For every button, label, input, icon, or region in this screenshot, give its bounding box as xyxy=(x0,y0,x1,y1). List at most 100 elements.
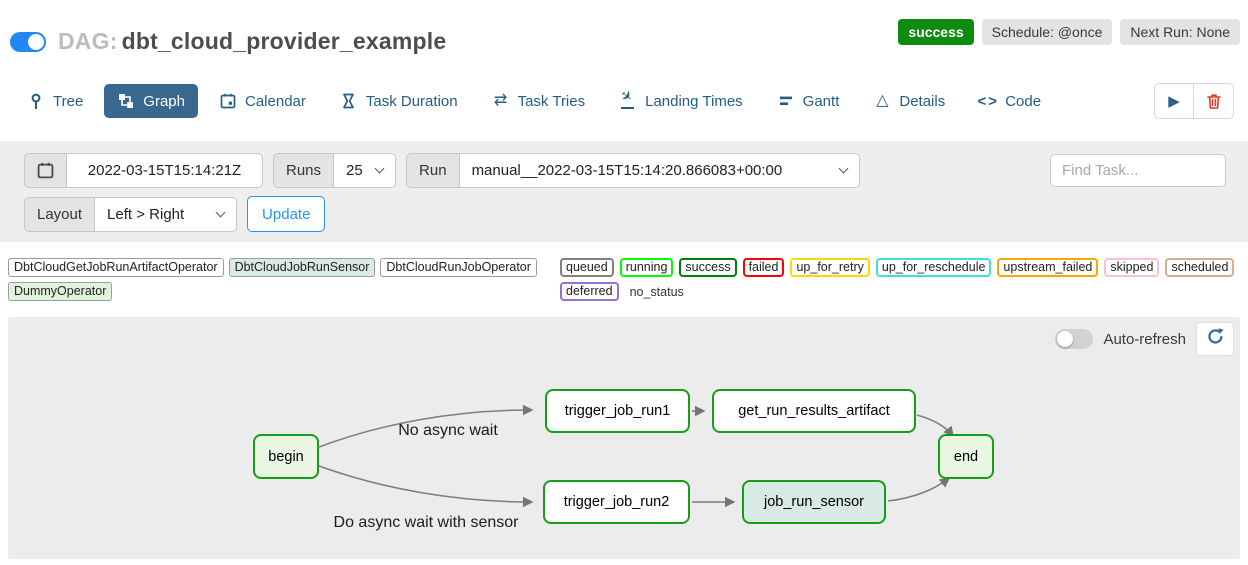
tab-task-tries[interactable]: ⇄ Task Tries xyxy=(479,84,599,118)
dag-action-buttons: ▶ xyxy=(1154,83,1234,119)
layout-label: Layout xyxy=(24,196,96,232)
auto-refresh-toggle[interactable] xyxy=(1055,329,1094,349)
hourglass-icon xyxy=(340,92,358,110)
tab-graph[interactable]: Graph xyxy=(104,84,198,118)
refresh-button[interactable] xyxy=(1196,322,1234,356)
status-legend-badge[interactable]: success xyxy=(679,258,737,277)
update-button[interactable]: Update xyxy=(247,196,326,232)
task-node-begin[interactable]: begin xyxy=(253,434,319,479)
legend: DbtCloudGetJobRunArtifactOperator DbtClo… xyxy=(0,242,1248,305)
tab-code[interactable]: <> Code xyxy=(966,84,1054,118)
filter-row-2: Layout Left > Right Update xyxy=(24,196,1236,232)
dag-graph-panel: Auto-refresh No async wait Do async wait… xyxy=(8,317,1240,559)
tab-gantt[interactable]: Gantt xyxy=(764,84,853,118)
status-legend: queued running success failed up_for_ret… xyxy=(560,258,1240,301)
run-label: Run xyxy=(406,153,460,188)
runs-label: Runs xyxy=(273,153,335,188)
tab-task-duration[interactable]: Task Duration xyxy=(327,84,471,118)
operator-badge[interactable]: DummyOperator xyxy=(8,282,113,301)
tab-label: Landing Times xyxy=(645,92,743,110)
tab-label: Details xyxy=(899,92,946,110)
tab-details[interactable]: △ Details xyxy=(860,84,958,118)
status-legend-badge[interactable]: scheduled xyxy=(1165,258,1235,277)
status-legend-badge[interactable]: upstream_failed xyxy=(997,258,1099,277)
dag-edges xyxy=(318,404,954,508)
dag-prefix-label: DAG: xyxy=(58,28,118,54)
tab-landing-times[interactable]: ✈ Landing Times xyxy=(606,84,756,118)
dag-header: DAG:dbt_cloud_provider_example success S… xyxy=(0,0,1248,55)
tab-label: Calendar xyxy=(245,92,306,110)
chevron-down-icon xyxy=(215,207,226,217)
task-node-get-run-results-artifact[interactable]: get_run_results_artifact xyxy=(712,389,916,433)
layout-value: Left > Right xyxy=(107,205,185,223)
delete-dag-button[interactable] xyxy=(1194,83,1234,119)
base-date-group: 2022-03-15T15:14:21Z xyxy=(24,153,263,188)
status-legend-badge[interactable]: up_for_retry xyxy=(790,258,870,277)
layout-select[interactable]: Left > Right xyxy=(95,196,238,232)
num-runs-group: Runs 25 xyxy=(273,153,397,188)
status-legend-badge[interactable]: up_for_reschedule xyxy=(875,258,992,277)
operator-badge[interactable]: DbtCloudGetJobRunArtifactOperator xyxy=(8,258,224,277)
status-legend-badge[interactable]: running xyxy=(619,258,674,277)
status-legend-badge[interactable]: deferred xyxy=(560,282,619,301)
calendar-icon xyxy=(37,162,54,179)
run-select[interactable]: manual__2022-03-15T15:14:20.866083+00:00 xyxy=(459,153,860,188)
edge-label-async-sensor: Do async wait with sensor xyxy=(333,514,519,531)
operator-badge[interactable]: DbtCloudJobRunSensor xyxy=(228,258,376,277)
repeat-icon: ⇄ xyxy=(493,92,508,109)
edge-sensor-end xyxy=(887,477,951,502)
base-date-addon[interactable] xyxy=(24,153,67,188)
dag-pause-toggle[interactable] xyxy=(10,31,46,52)
play-icon: ▶ xyxy=(1168,93,1180,110)
edge-begin-trigger1 xyxy=(318,404,534,448)
run-select-value: manual__2022-03-15T15:14:20.866083+00:00 xyxy=(471,162,783,179)
graph-icon xyxy=(117,92,135,110)
plane-landing-icon: ✈ xyxy=(617,86,637,110)
layout-group: Layout Left > Right xyxy=(24,196,238,232)
view-tabs: Tree Graph Calendar Task Duration ⇄ Task… xyxy=(0,83,1248,119)
task-node-job-run-sensor[interactable]: job_run_sensor xyxy=(742,480,886,524)
task-node-trigger-job-run1[interactable]: trigger_job_run1 xyxy=(545,389,690,433)
chevron-down-icon xyxy=(838,163,849,174)
tree-icon xyxy=(27,92,45,110)
status-legend-badge[interactable]: failed xyxy=(742,258,785,277)
toggle-knob-icon xyxy=(28,33,44,50)
task-node-end[interactable]: end xyxy=(938,434,994,479)
schedule-badge: Schedule: @once xyxy=(981,19,1113,45)
tab-label: Code xyxy=(1005,92,1042,110)
edge-label-no-async: No async wait xyxy=(398,422,498,439)
trash-icon xyxy=(1205,92,1223,110)
tab-label: Task Duration xyxy=(365,92,458,110)
status-legend-badge[interactable]: skipped xyxy=(1104,258,1160,277)
dag-name: dbt_cloud_provider_example xyxy=(121,28,447,54)
chevron-down-icon xyxy=(374,163,385,174)
tab-label: Graph xyxy=(143,92,185,110)
tab-label: Task Tries xyxy=(517,92,586,110)
status-legend-badge[interactable]: queued xyxy=(560,258,614,277)
page-title: DAG:dbt_cloud_provider_example xyxy=(58,28,446,55)
toggle-knob-icon xyxy=(1057,331,1074,347)
auto-refresh-label: Auto-refresh xyxy=(1103,330,1186,348)
filter-row-1: 2022-03-15T15:14:21Z Runs 25 Run manual_… xyxy=(24,153,1236,188)
triangle-icon: △ xyxy=(876,92,889,109)
edge-artifact-end xyxy=(916,414,954,438)
find-task-input[interactable] xyxy=(1050,154,1226,187)
base-date-input[interactable]: 2022-03-15T15:14:21Z xyxy=(67,153,263,188)
operator-badge[interactable]: DbtCloudRunJobOperator xyxy=(380,258,537,277)
num-runs-value: 25 xyxy=(346,162,363,179)
refresh-icon xyxy=(1206,327,1225,351)
no-status-label: no_status xyxy=(629,284,684,299)
calendar-icon xyxy=(219,92,237,110)
num-runs-select[interactable]: 25 xyxy=(334,153,397,188)
task-node-trigger-job-run2[interactable]: trigger_job_run2 xyxy=(543,480,690,524)
run-select-group: Run manual__2022-03-15T15:14:20.866083+0… xyxy=(406,153,860,188)
gantt-bars-icon xyxy=(777,92,795,110)
tab-calendar[interactable]: Calendar xyxy=(206,84,319,118)
tab-tree[interactable]: Tree xyxy=(14,84,96,118)
auto-refresh-controls: Auto-refresh xyxy=(1055,322,1234,356)
status-badge: success xyxy=(898,19,974,45)
tab-label: Gantt xyxy=(802,92,840,110)
trigger-dag-button[interactable]: ▶ xyxy=(1154,83,1194,119)
header-badges: success Schedule: @once Next Run: None xyxy=(898,19,1240,45)
operator-legend: DbtCloudGetJobRunArtifactOperator DbtClo… xyxy=(8,258,560,301)
